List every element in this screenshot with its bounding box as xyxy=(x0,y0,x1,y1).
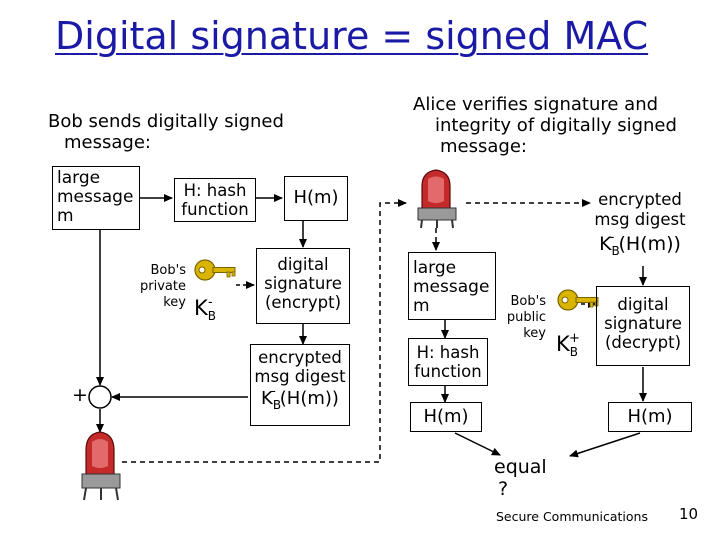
private-key-sup: - xyxy=(208,295,213,310)
plus-circle xyxy=(88,385,112,409)
message-line1: large xyxy=(57,168,101,188)
receiver-formula-rest: (H(m)) xyxy=(618,233,681,255)
receiver-message-line3: m xyxy=(413,296,430,316)
public-key-sub: B xyxy=(569,345,579,359)
receiver-heading-line2: integrity of digitally signed xyxy=(435,115,677,136)
private-key-line2: private xyxy=(140,279,186,294)
sender-hm-label: H(m) xyxy=(293,187,339,208)
sender-hash-box: H: hash function xyxy=(174,178,256,222)
sign-line1: digital xyxy=(277,255,329,274)
public-key-line3: key xyxy=(523,326,546,341)
receiver-hm-left-box: H(m) xyxy=(410,402,482,432)
private-key-k: K xyxy=(194,296,208,320)
receiver-verify-box: digital signature (decrypt) xyxy=(596,286,690,366)
dashed-send-bottom xyxy=(122,199,407,463)
receiver-formula-k: K xyxy=(599,233,612,255)
message-line2: message xyxy=(57,187,134,207)
bob-sender-icon xyxy=(81,431,121,501)
receiver-hash-line2: function xyxy=(414,362,482,381)
receiver-digest-line1: encrypted xyxy=(598,190,682,209)
sender-formula-k: K xyxy=(261,388,273,409)
receiver-message-line2: message xyxy=(413,277,490,297)
public-key-line2: public xyxy=(506,310,546,325)
receiver-heading-line1: Alice verifies signature and xyxy=(413,94,659,115)
sender-heading-line2: message: xyxy=(64,132,151,153)
sender-message-box: large message m xyxy=(52,166,140,230)
sender-hm-box: H(m) xyxy=(284,176,348,221)
equal-line1: equal xyxy=(494,456,547,478)
sender-formula-sub: B xyxy=(272,398,282,412)
sender-heading: Bob sends digitally signed message: xyxy=(48,111,284,153)
alice-receiver-icon xyxy=(417,169,457,229)
receiver-message-line1: large xyxy=(413,258,457,278)
private-key-symbol: KB- xyxy=(194,295,217,323)
sender-sign-box: digital signature (encrypt) xyxy=(256,248,350,324)
private-key-line1: Bob's xyxy=(150,263,186,278)
sender-formula-rest: (H(m)) xyxy=(279,388,339,409)
equal-question: equal ? xyxy=(494,456,547,500)
private-key-icon xyxy=(194,259,236,281)
receiver-digest-label: encrypted msg digest KB-(H(m)) xyxy=(590,190,690,258)
private-key-line3: key xyxy=(163,295,186,310)
hash-line2: function xyxy=(181,200,249,219)
public-key-k: K xyxy=(556,332,570,356)
receiver-hash-box: H: hash function xyxy=(408,338,488,386)
receiver-heading: Alice verifies signature and integrity o… xyxy=(413,94,677,157)
verify-line1: digital xyxy=(617,295,669,314)
sender-digest-line2: msg digest xyxy=(254,367,346,386)
receiver-hm-right-label: H(m) xyxy=(627,406,673,427)
equal-line2: ? xyxy=(498,478,509,500)
private-key-label: Bob's private key xyxy=(126,263,186,311)
receiver-heading-line3: message: xyxy=(440,136,527,157)
sender-digest-line1: encrypted xyxy=(258,348,342,367)
receiver-hash-line1: H: hash xyxy=(416,343,480,362)
receiver-digest-formula: KB-(H(m)) xyxy=(590,230,690,258)
sender-heading-line1: Bob sends digitally signed xyxy=(48,111,284,132)
public-key-sup: + xyxy=(569,331,580,346)
sender-digest-formula: KB-(H(m)) xyxy=(251,384,349,412)
footer-page-number: 10 xyxy=(679,505,699,523)
sign-line3: (encrypt) xyxy=(264,293,342,312)
page-title: Digital signature = signed MAC xyxy=(55,14,649,58)
footer-course: Secure Communications xyxy=(496,509,648,524)
receiver-hm-right-box: H(m) xyxy=(608,402,692,432)
hash-line1: H: hash xyxy=(183,181,247,200)
private-key-sub: B xyxy=(207,309,217,323)
message-line3: m xyxy=(57,206,74,226)
receiver-message-box: large message m xyxy=(408,252,496,320)
public-key-symbol: KB+ xyxy=(556,331,580,359)
plus-sign: + xyxy=(72,384,88,406)
receiver-hm-left-label: H(m) xyxy=(423,406,469,427)
sender-formula-sup: - xyxy=(271,384,276,399)
arrow-hm-right-to-equal xyxy=(569,432,641,458)
receiver-digest-line2: msg digest xyxy=(594,210,686,229)
public-key-line1: Bob's xyxy=(510,294,546,309)
receiver-formula-sup: - xyxy=(609,230,615,245)
verify-line2: signature xyxy=(604,314,682,333)
public-key-icon xyxy=(557,289,599,311)
public-key-label: Bob's public key xyxy=(488,294,546,342)
sign-line2: signature xyxy=(264,274,342,293)
arrow-hm-left-to-equal xyxy=(454,432,501,456)
receiver-formula-sub: B xyxy=(611,244,620,258)
sender-digest-box: encrypted msg digest KB-(H(m)) xyxy=(250,344,350,426)
verify-line3: (decrypt) xyxy=(604,333,682,352)
